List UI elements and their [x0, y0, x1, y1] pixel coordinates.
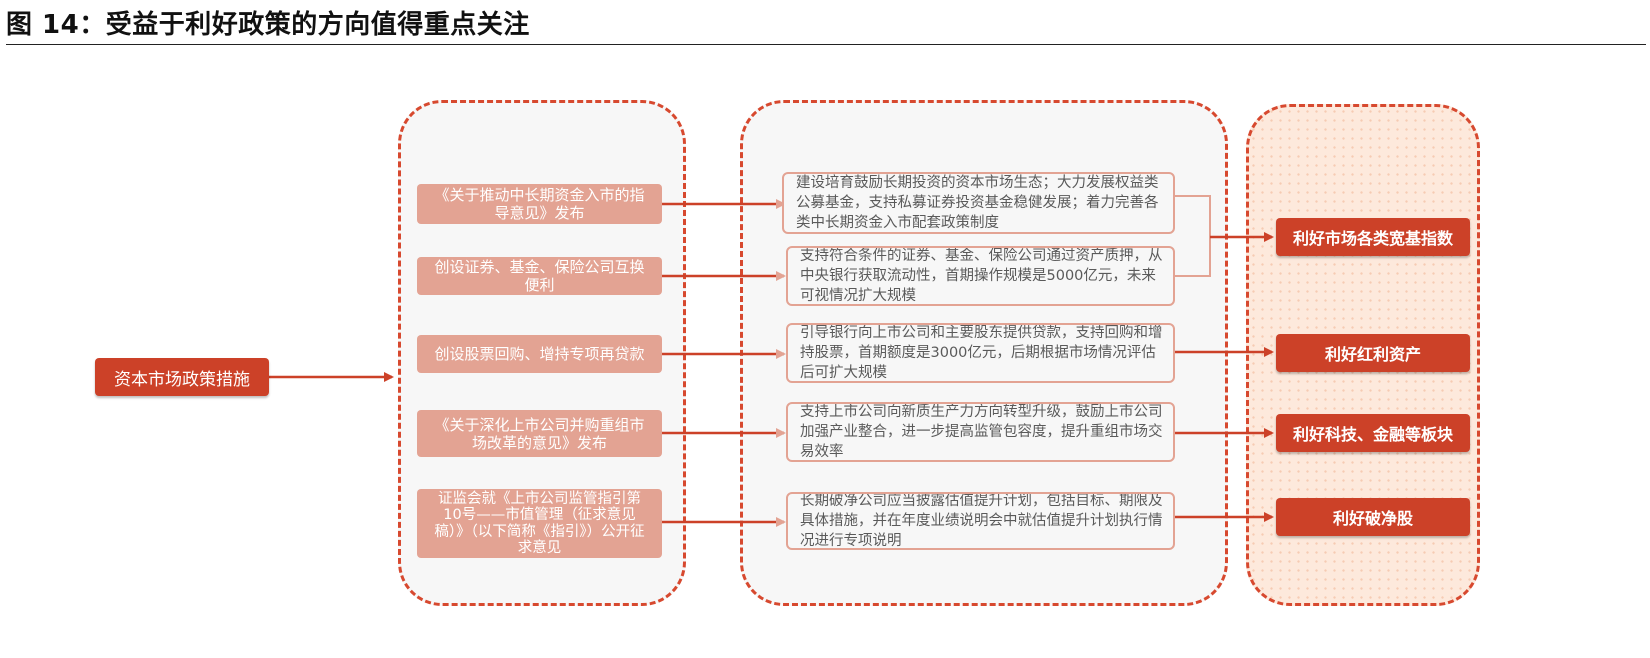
detail-node-5: 长期破净公司应当披露估值提升计划，包括目标、期限及具体措施，并在年度业绩说明会中…	[786, 492, 1175, 550]
policy-node-1: 《关于推动中长期资金入市的指导意见》发布	[417, 184, 662, 224]
policy-node-2: 创设证券、基金、保险公司互换便利	[417, 257, 662, 295]
root-node: 资本市场政策措施	[95, 358, 269, 396]
bracket-connector	[1174, 195, 1211, 277]
policy-node-4: 《关于深化上市公司并购重组市场改革的意见》发布	[417, 410, 662, 457]
benefit-node-4: 利好破净股	[1276, 498, 1470, 536]
detail-node-1: 建设培育鼓励长期投资的资本市场生态；大力发展权益类公募基金，支持私募证券投资基金…	[782, 172, 1175, 234]
detail-node-4: 支持上市公司向新质生产力方向转型升级，鼓励上市公司加强产业整合，进一步提高监管包…	[786, 402, 1175, 462]
benefit-node-1: 利好市场各类宽基指数	[1276, 218, 1470, 256]
policy-node-3: 创设股票回购、增持专项再贷款	[417, 335, 662, 373]
page-title: 图 14：受益于利好政策的方向值得重点关注	[6, 10, 530, 40]
detail-node-3: 引导银行向上市公司和主要股东提供贷款，支持回购和增持股票，首期额度是3000亿元…	[786, 323, 1175, 383]
title-divider	[6, 44, 1646, 45]
benefit-node-2: 利好红利资产	[1276, 334, 1470, 372]
policy-node-5: 证监会就《上市公司监管指引第10号——市值管理（征求意见稿）》（以下简称《指引》…	[417, 489, 662, 558]
benefit-node-3: 利好科技、金融等板块	[1276, 414, 1470, 452]
detail-node-2: 支持符合条件的证券、基金、保险公司通过资产质押，从中央银行获取流动性，首期操作规…	[786, 246, 1175, 306]
